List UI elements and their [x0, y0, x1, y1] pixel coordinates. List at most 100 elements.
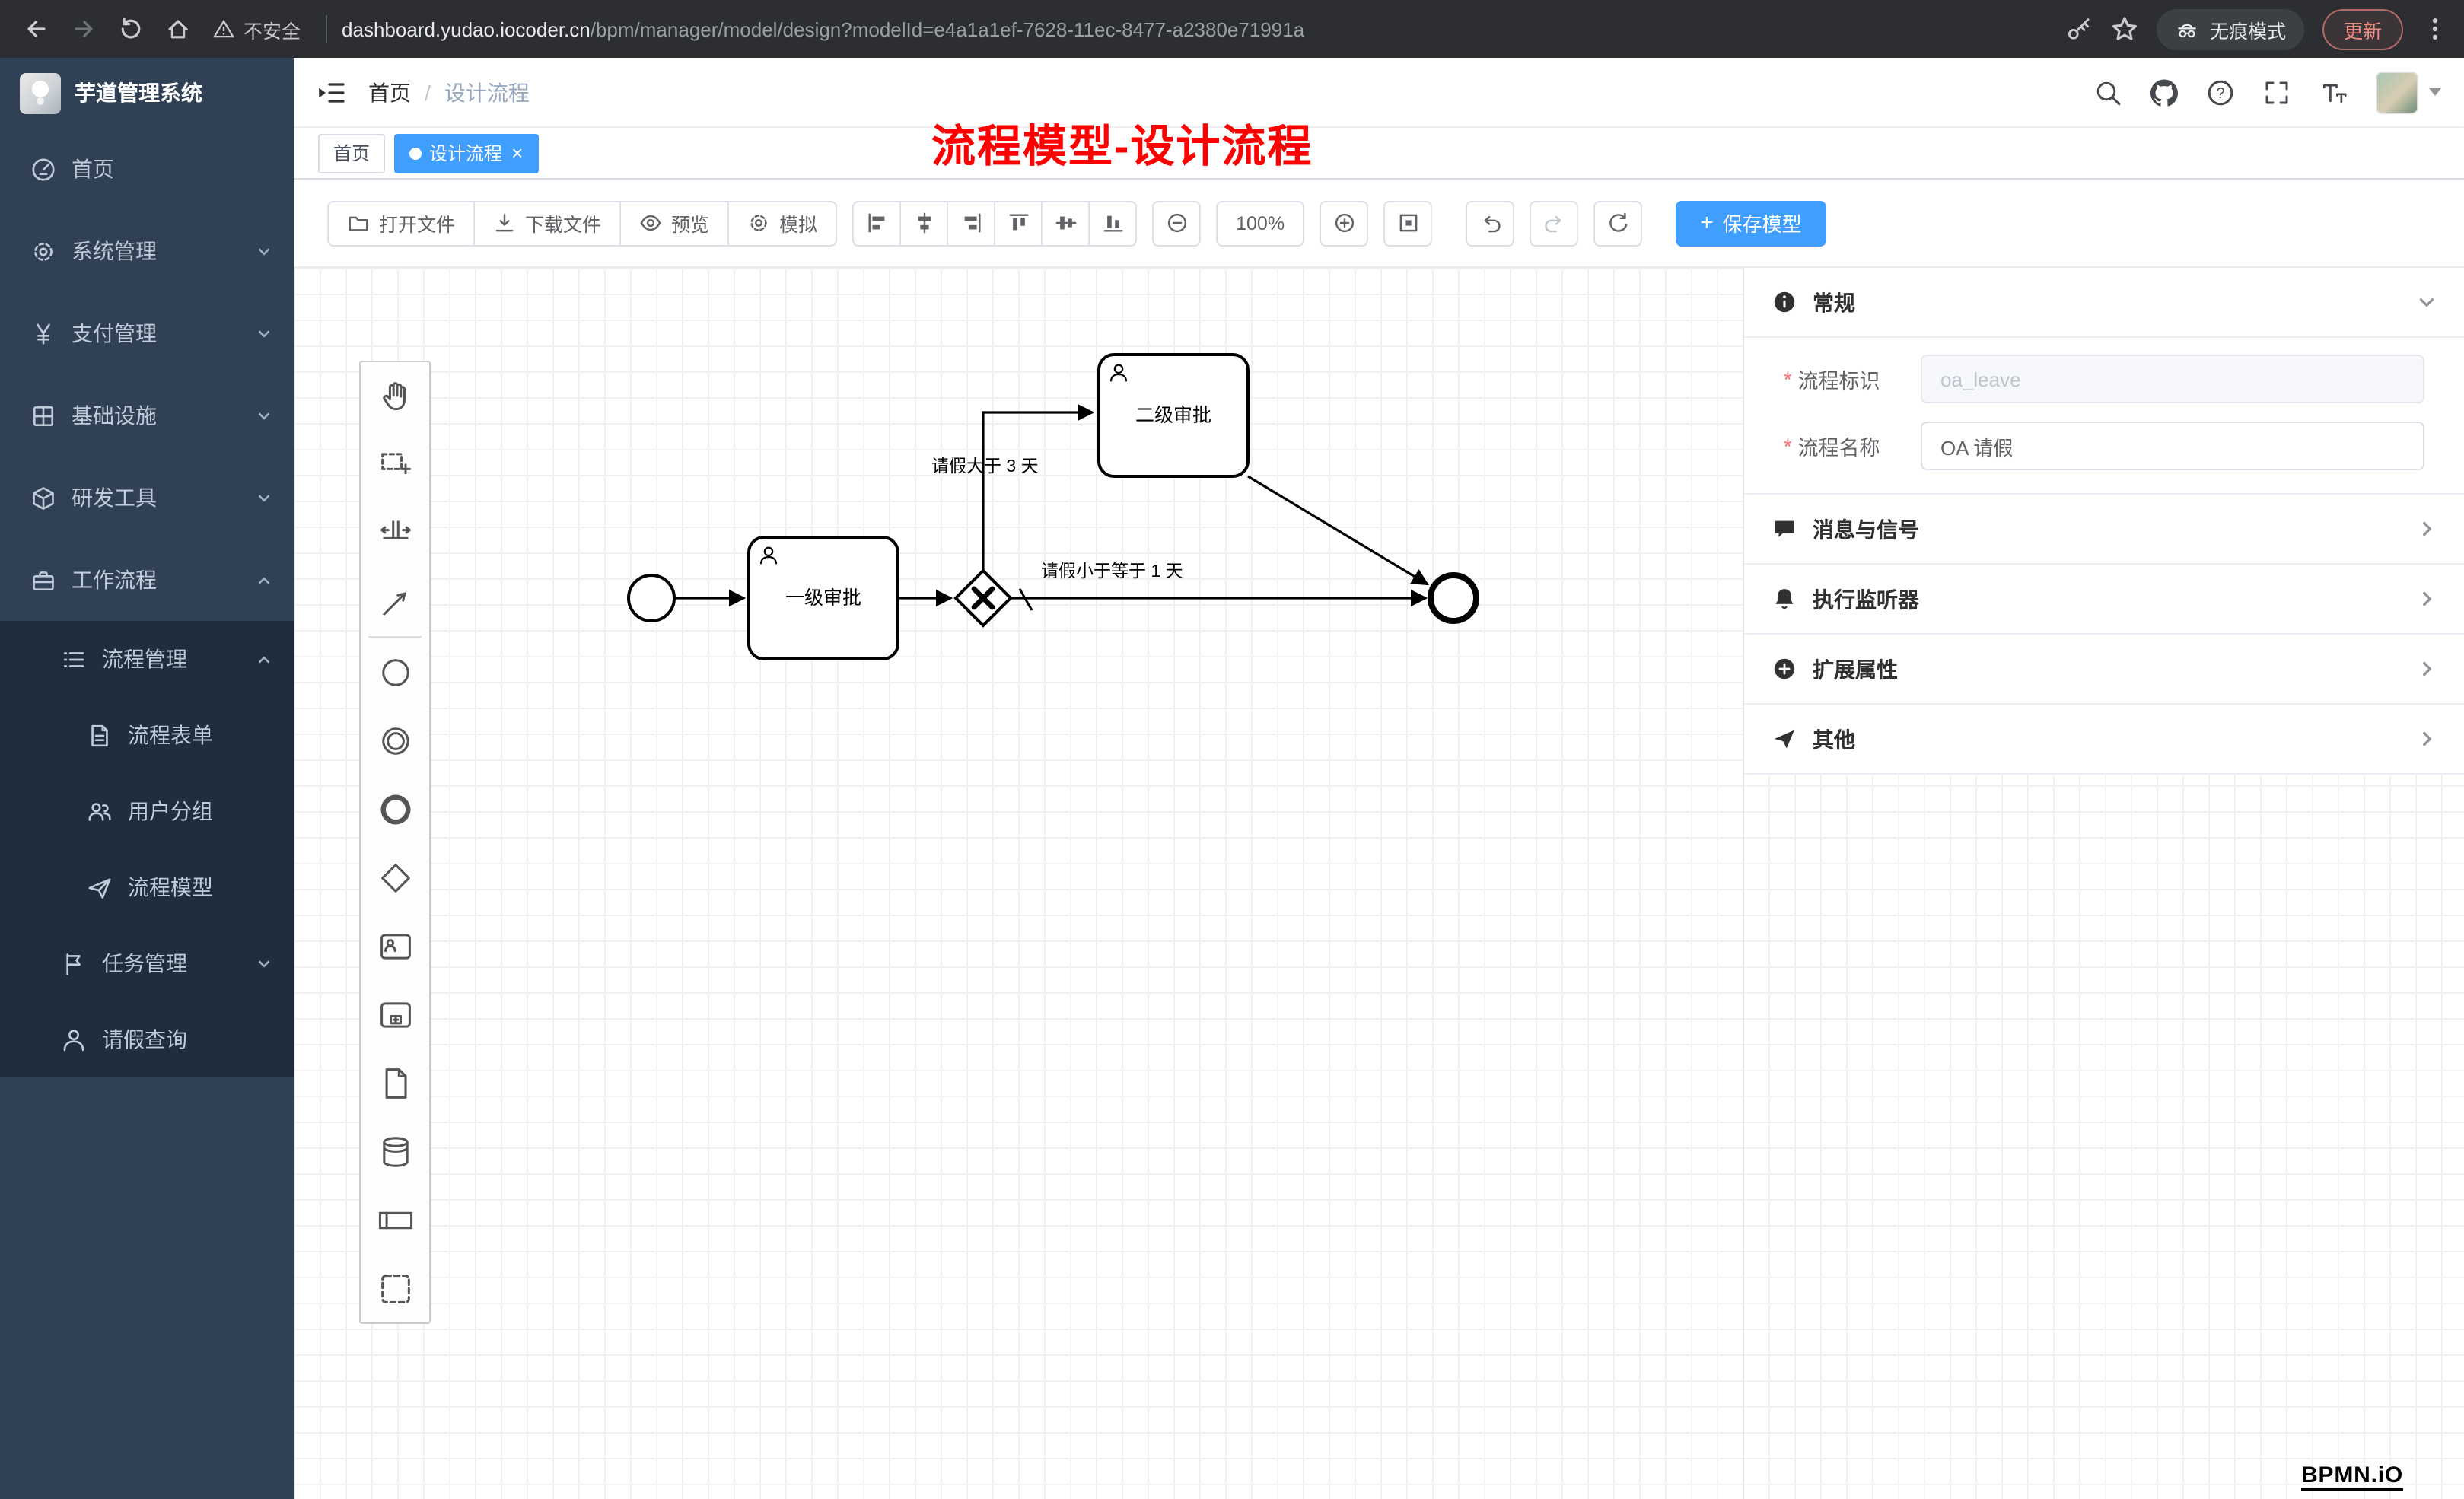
tab-design-process[interactable]: 设计流程 × — [394, 133, 539, 173]
flow-task2-to-end[interactable] — [1247, 475, 1429, 586]
section-extended-attributes[interactable]: 扩展属性 — [1744, 635, 2464, 705]
hand-tool[interactable] — [361, 362, 429, 431]
help-button[interactable]: ? — [2207, 78, 2234, 106]
global-connect-tool[interactable] — [361, 568, 429, 636]
send-icon — [1774, 730, 1794, 749]
back-button[interactable] — [15, 8, 56, 49]
url-domain: dashboard.yudao.iocoder.cn — [342, 18, 591, 40]
required-mark: * — [1784, 434, 1792, 457]
app-logo[interactable]: 芋道管理系统 — [0, 58, 294, 128]
task-first-approval[interactable] — [747, 536, 899, 660]
create-user-task[interactable] — [361, 912, 429, 980]
breadcrumb-home[interactable]: 首页 — [368, 80, 411, 104]
sidebar-item-process-management[interactable]: 流程管理 — [0, 621, 294, 697]
chrome-update-button[interactable]: 更新 — [2322, 8, 2403, 49]
save-model-button[interactable]: + 保存模型 — [1676, 200, 1826, 246]
tags-bar: 首页 设计流程 × — [294, 128, 2464, 180]
plus-icon: + — [1700, 210, 1714, 236]
end-event-icon — [380, 794, 410, 824]
home-button[interactable] — [157, 8, 198, 49]
process-name-label: 流程名称 — [1797, 437, 1880, 460]
section-general[interactable]: 常规 — [1744, 268, 2464, 338]
participant-pool-icon — [377, 1211, 412, 1229]
create-gateway[interactable] — [361, 843, 429, 912]
sidebar-item-payment[interactable]: 支付管理 — [0, 292, 294, 374]
site-security-chip[interactable]: 不安全 — [204, 14, 310, 43]
fullscreen-button[interactable] — [2263, 78, 2291, 106]
align-right-button[interactable] — [947, 200, 996, 246]
task-second-approval[interactable] — [1097, 353, 1250, 478]
lasso-tool[interactable] — [361, 431, 429, 499]
start-event[interactable] — [627, 574, 676, 622]
flow-gateway-to-task2[interactable] — [982, 403, 1095, 571]
create-intermediate-event[interactable] — [361, 706, 429, 775]
restart-button[interactable] — [1593, 200, 1643, 246]
sidebar-item-process-model[interactable]: 流程模型 — [0, 849, 294, 925]
create-data-store[interactable] — [361, 1117, 429, 1186]
process-name-input[interactable] — [1921, 422, 2424, 470]
sidebar-item-task-management[interactable]: 任务管理 — [0, 925, 294, 1001]
url-bar[interactable]: dashboard.yudao.iocoder.cn/bpm/manager/m… — [342, 18, 2044, 40]
flow-label-le1[interactable]: 请假小于等于 1 天 — [1041, 561, 1183, 581]
create-data-object[interactable] — [361, 1049, 429, 1117]
align-center-horizontal-icon — [917, 212, 931, 234]
redo-button[interactable] — [1530, 200, 1579, 246]
connect-arrow-icon — [382, 591, 406, 615]
breadcrumb-separator: / — [425, 80, 431, 104]
section-messages-signals[interactable]: 消息与信号 — [1744, 495, 2464, 565]
sidebar-item-infrastructure[interactable]: 基础设施 — [0, 374, 294, 457]
zoom-out-button[interactable] — [1152, 200, 1202, 246]
security-label: 不安全 — [244, 21, 301, 42]
zoom-in-icon — [1334, 213, 1354, 233]
download-file-button[interactable]: 下载文件 — [473, 200, 622, 246]
create-end-event[interactable] — [361, 775, 429, 843]
close-tab-icon[interactable]: × — [511, 142, 524, 164]
space-tool[interactable] — [361, 499, 429, 568]
bookmark-star-button[interactable] — [2111, 15, 2138, 43]
bpmn-palette — [359, 361, 431, 1324]
align-bottom-button[interactable] — [1088, 200, 1138, 246]
align-left-button[interactable] — [852, 200, 902, 246]
bpmn-io-logo[interactable]: BPMN.iO — [2301, 1462, 2403, 1491]
end-event[interactable] — [1428, 572, 1479, 624]
github-button[interactable] — [2150, 78, 2178, 106]
font-size-button[interactable] — [2319, 78, 2347, 106]
section-other[interactable]: 其他 — [1744, 705, 2464, 775]
zoom-level-button[interactable]: 100% — [1216, 200, 1305, 246]
create-subprocess[interactable] — [361, 980, 429, 1049]
sidebar-item-devtools[interactable]: 研发工具 — [0, 457, 294, 539]
user-menu[interactable] — [2376, 71, 2441, 113]
sidebar-item-user-group[interactable]: 用户分组 — [0, 773, 294, 849]
open-file-button[interactable]: 打开文件 — [327, 200, 476, 246]
avatar — [2376, 71, 2418, 113]
align-top-button[interactable] — [994, 200, 1043, 246]
bpmn-canvas[interactable]: 请假大于 3 天 请假小于等于 1 天 一级审批 二级审批 — [294, 266, 2464, 1499]
simulate-button[interactable]: 模拟 — [727, 200, 838, 246]
chrome-menu-button[interactable] — [2421, 15, 2449, 43]
reload-button[interactable] — [110, 8, 151, 49]
align-center-horizontal-button[interactable] — [899, 200, 949, 246]
search-button[interactable] — [2094, 78, 2122, 106]
preview-button[interactable]: 预览 — [619, 200, 730, 246]
password-key-button[interactable] — [2065, 15, 2093, 43]
zoom-in-button[interactable] — [1320, 200, 1369, 246]
create-start-event[interactable] — [361, 638, 429, 706]
forward-button[interactable] — [62, 8, 103, 49]
zoom-reset-button[interactable] — [1383, 200, 1433, 246]
sidebar-collapse-button[interactable] — [317, 77, 347, 107]
sidebar-item-system[interactable]: 系统管理 — [0, 210, 294, 292]
sidebar-item-workflow[interactable]: 工作流程 — [0, 539, 294, 621]
align-middle-button[interactable] — [1041, 200, 1090, 246]
sidebar-item-process-form[interactable]: 流程表单 — [0, 697, 294, 773]
sidebar-item-home[interactable]: 首页 — [0, 128, 294, 210]
undo-button[interactable] — [1466, 200, 1515, 246]
tab-home[interactable]: 首页 — [318, 133, 386, 173]
flow-label-gt3[interactable]: 请假大于 3 天 — [931, 456, 1039, 476]
github-icon — [2150, 78, 2178, 106]
create-group[interactable] — [361, 1254, 429, 1322]
sidebar-item-leave-query[interactable]: 请假查询 — [0, 1001, 294, 1077]
create-participant[interactable] — [361, 1186, 429, 1254]
section-execution-listener[interactable]: 执行监听器 — [1744, 565, 2464, 635]
info-icon — [1774, 291, 1795, 313]
